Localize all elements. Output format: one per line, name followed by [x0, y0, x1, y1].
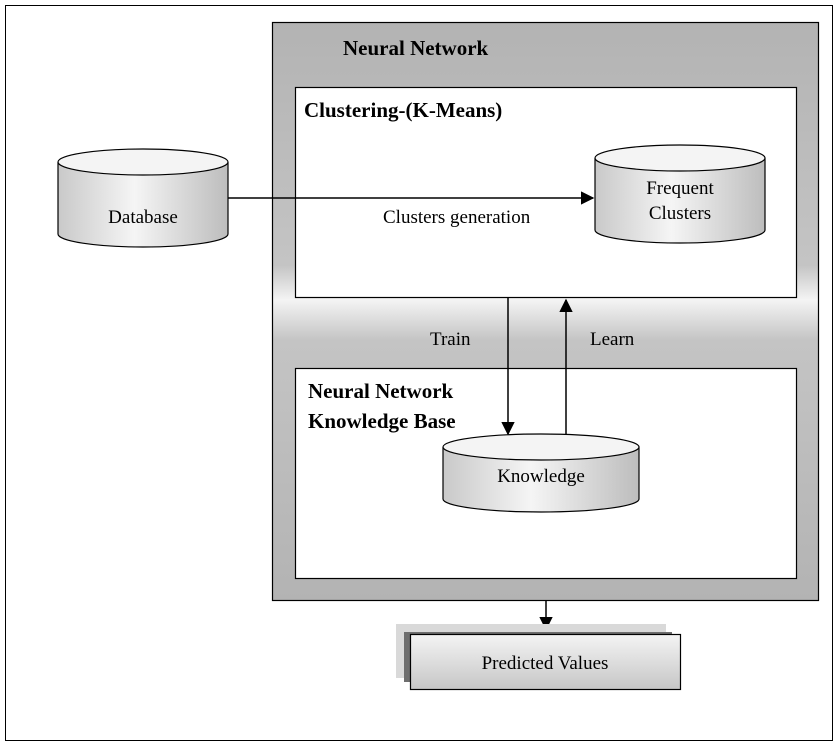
knowledge-base-title-line2: Knowledge Base — [308, 409, 456, 433]
learn-label: Learn — [590, 329, 635, 350]
knowledge-cylinder: Knowledge — [442, 433, 640, 513]
frequent-clusters-cylinder: Frequent Clusters — [594, 144, 766, 244]
knowledge-label: Knowledge — [497, 466, 585, 487]
database-label: Database — [108, 207, 178, 228]
predicted-values-face — [409, 633, 682, 691]
predicted-values-box: Predicted Values — [396, 624, 682, 691]
frequent-clusters-label-line2: Clusters — [649, 203, 711, 224]
predicted-values-label: Predicted Values — [482, 653, 609, 674]
database-cylinder: Database — [57, 148, 229, 248]
train-label: Train — [430, 329, 471, 350]
neural-network-title: Neural Network — [343, 36, 489, 60]
frequent-clusters-label-line1: Frequent — [646, 178, 714, 199]
knowledge-base-title-line1: Neural Network — [308, 379, 454, 403]
clustering-title: Clustering-(K-Means) — [304, 98, 502, 122]
clusters-generation-label: Clusters generation — [383, 207, 531, 228]
